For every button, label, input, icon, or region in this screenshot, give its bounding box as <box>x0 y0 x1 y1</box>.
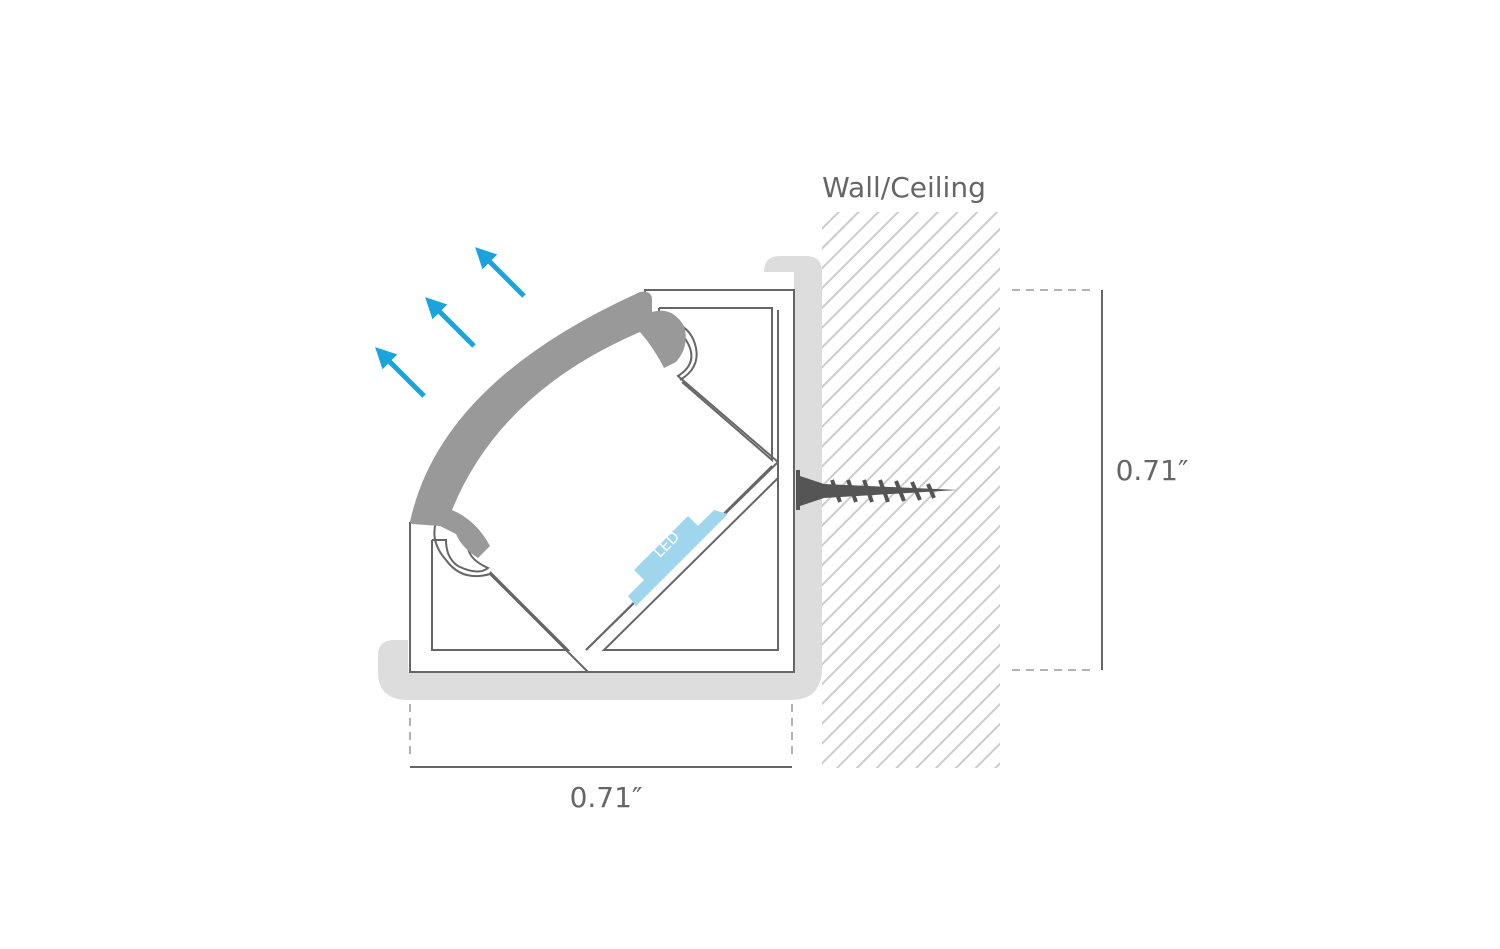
diffuser-lens <box>410 291 686 558</box>
light-direction-arrows <box>375 247 526 398</box>
screw-head <box>796 470 824 510</box>
width-dim-label: 0.71″ <box>570 781 643 814</box>
wall-ceiling: Wall/Ceiling <box>822 171 1000 768</box>
led-strip: LED <box>628 510 728 606</box>
profile-bottom-tab <box>410 521 589 673</box>
width-dimension: 0.71″ <box>409 704 793 814</box>
height-dimension: 0.71″ <box>1012 289 1189 671</box>
led-chip <box>628 510 728 606</box>
light-arrow-icon <box>425 297 476 348</box>
height-dim-label: 0.71″ <box>1116 454 1189 487</box>
profile-inner-top <box>659 307 773 463</box>
light-arrow-icon <box>375 347 426 398</box>
light-arrow-icon <box>475 247 526 298</box>
profile-bottom-hook <box>432 539 490 573</box>
profile-inner-bottom <box>431 540 571 651</box>
screw-threads <box>830 479 936 503</box>
screw-icon <box>796 470 958 510</box>
wall-ceiling-label: Wall/Ceiling <box>822 171 986 204</box>
screw-shaft <box>824 484 958 498</box>
